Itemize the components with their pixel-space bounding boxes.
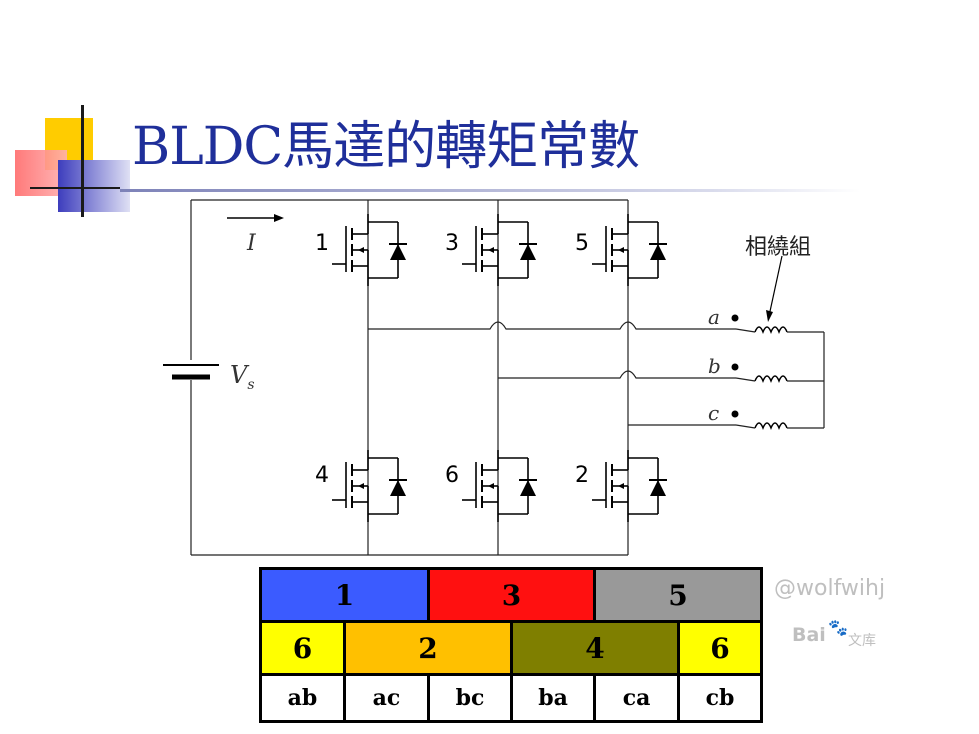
dot-b xyxy=(731,363,739,371)
seq-row3-cell-ab: ab xyxy=(259,673,346,723)
watermark-brand-cn: 文库 xyxy=(848,633,876,649)
seq-row2-cell-6a: 6 xyxy=(259,620,346,676)
current-label: I xyxy=(246,231,257,256)
phase-b-line xyxy=(498,370,736,379)
seq-row3-cell-ac: ac xyxy=(342,673,431,723)
seq-row3-cell-bc: bc xyxy=(427,673,514,723)
switch-label-4: 4 xyxy=(315,463,329,488)
phase-label-c: c xyxy=(708,401,719,425)
seq-row1-cell-3: 3 xyxy=(427,567,597,623)
phase-a-line xyxy=(368,321,736,330)
switch-1 xyxy=(331,213,408,287)
seq-row1-cell-5: 5 xyxy=(593,567,764,623)
seq-row3-cell-cb: cb xyxy=(677,673,764,723)
decor-blue-square xyxy=(58,160,130,212)
switch-label-3: 3 xyxy=(445,231,459,256)
phase-label-a: a xyxy=(708,305,720,329)
winding-pointer xyxy=(768,255,783,317)
watermark-handle: @wolfwihj xyxy=(774,576,886,601)
seq-row2-cell-6b: 6 xyxy=(677,620,764,676)
dot-a xyxy=(731,314,739,322)
switch-label-1: 1 xyxy=(315,231,329,256)
paw-icon: 🐾 xyxy=(828,618,848,637)
switch-label-6: 6 xyxy=(445,463,459,488)
slide-title: BLDC馬達的轉矩常數 xyxy=(132,117,640,177)
switch-2 xyxy=(591,449,668,523)
phase-label-b: b xyxy=(708,354,721,378)
switch-5 xyxy=(591,213,668,287)
seq-row3-cell-ba: ba xyxy=(510,673,597,723)
coil-a xyxy=(754,326,788,333)
dot-c xyxy=(731,410,739,418)
switch-6 xyxy=(461,449,538,523)
seq-row3-cell-ca: ca xyxy=(593,673,681,723)
seq-row2-cell-4: 4 xyxy=(510,620,681,676)
decor-vertical-line xyxy=(81,105,84,217)
switch-label-5: 5 xyxy=(575,231,589,256)
switching-sequence-table: 1 3 5 6 2 4 6 ab ac bc ba ca cb xyxy=(258,567,764,723)
coil-b xyxy=(754,375,788,382)
decor-horizontal-line xyxy=(30,187,120,189)
switch-label-2: 2 xyxy=(575,463,589,488)
switch-4 xyxy=(331,449,408,523)
title-underline xyxy=(120,189,860,192)
seq-row2-cell-2: 2 xyxy=(342,620,514,676)
switch-3 xyxy=(461,213,538,287)
watermark-brand: Bai xyxy=(792,624,826,646)
coil-c xyxy=(754,422,788,429)
seq-row1-cell-1: 1 xyxy=(258,567,431,623)
voltage-label: Vs xyxy=(230,361,255,393)
winding-label: 相繞組 xyxy=(745,235,811,260)
